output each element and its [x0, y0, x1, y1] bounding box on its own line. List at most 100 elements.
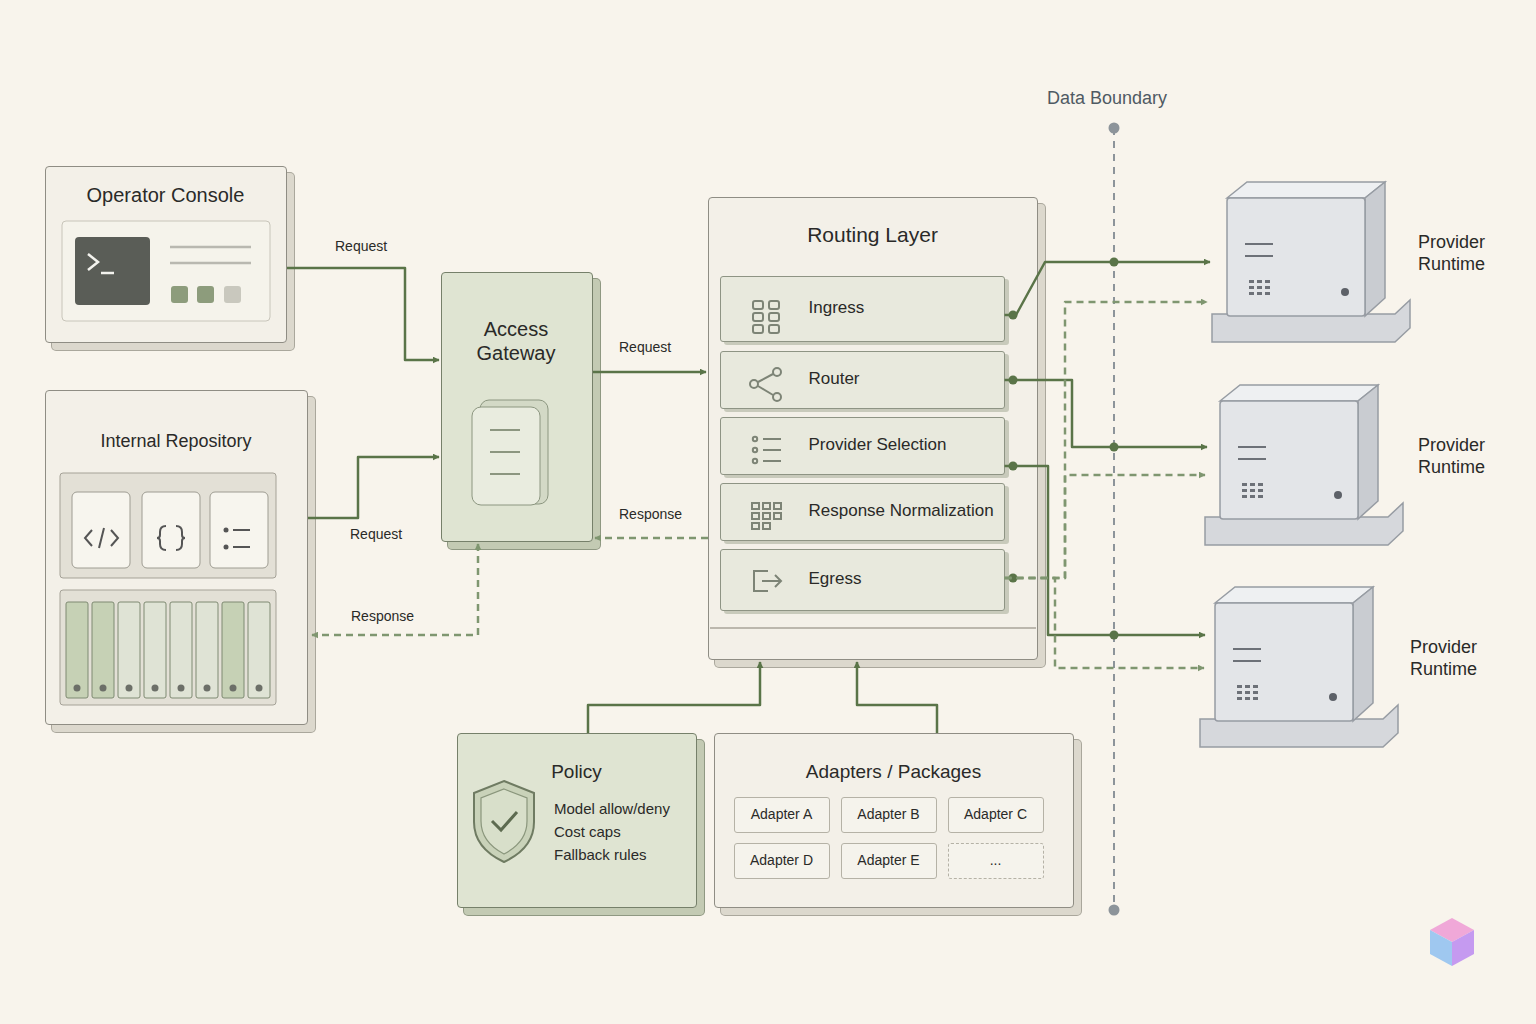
terminal-illustration: [62, 221, 270, 321]
response-arrow: [1005, 578, 1205, 668]
repository-shelves: [126, 685, 133, 692]
node-title: Adapter E: [842, 852, 936, 869]
server-illustration: [1242, 489, 1247, 492]
adapter-box: Adapter A: [734, 797, 830, 833]
row-icons: [752, 523, 759, 529]
row-icons: [763, 523, 770, 529]
server-illustration: [1245, 697, 1250, 700]
server-illustration: [1200, 182, 1410, 747]
repository-shelves: [196, 602, 218, 698]
repository-shelves: [60, 473, 276, 578]
layer-row: Router: [720, 351, 1005, 409]
server-illustration: [1358, 385, 1378, 519]
node-title: Access Gateway: [466, 317, 566, 365]
repository-shelves: [210, 492, 268, 568]
repository-box: Internal Repository: [45, 390, 308, 725]
layer-row: Response Normalization: [720, 483, 1005, 541]
repository-shelves: [118, 602, 140, 698]
junction-dot: [1110, 258, 1119, 267]
row-icons: [750, 301, 781, 591]
terminal-illustration: [171, 286, 188, 303]
repository-shelves: [74, 685, 263, 692]
row-icons: [752, 503, 759, 509]
node-title: Adapter C: [949, 806, 1043, 823]
request-arrow: [308, 457, 439, 518]
server-illustration: [1245, 255, 1273, 257]
document-icon: [472, 400, 548, 505]
row-icons: [758, 374, 773, 382]
routing-layer-box: Routing LayerIngressRouterProvider Selec…: [708, 197, 1038, 660]
server-illustration: [1253, 691, 1258, 694]
shield-icon: [474, 781, 534, 862]
server-illustration: [1353, 587, 1373, 721]
logo-mark: [1430, 918, 1474, 966]
repository-shelves: [233, 529, 250, 531]
document-icon: [490, 429, 520, 431]
node-title: Egress: [809, 569, 999, 589]
node-title: Adapter B: [842, 806, 936, 823]
server-illustration: [1227, 198, 1365, 316]
data-boundary-line: [1113, 128, 1115, 910]
junction-dot: [1110, 631, 1119, 640]
node-title: Operator Console: [46, 183, 285, 207]
provider-server: Provider Runtime: [1200, 584, 1500, 749]
row-icons: [769, 325, 779, 333]
node-body: Cost caps: [554, 823, 694, 841]
routing-base: [710, 627, 1036, 629]
node-title: Provider Selection: [809, 435, 999, 455]
data-boundary-line: [1110, 906, 1119, 915]
document-icon: [490, 451, 520, 453]
terminal-illustration: [62, 221, 270, 321]
document-icon: [490, 473, 520, 475]
row-icons: [762, 575, 781, 587]
adapter-box: Adapter E: [841, 843, 937, 879]
row-icons: [758, 386, 773, 395]
logo-mark: [1452, 930, 1474, 966]
server-illustration: [1245, 691, 1250, 694]
server-illustration: [1220, 385, 1378, 401]
layer-row: Provider Selection: [720, 417, 1005, 475]
server-illustration: [1265, 280, 1270, 283]
console-box: Operator Console: [45, 166, 287, 343]
node-title: ...: [949, 852, 1043, 869]
server-illustration: [1233, 660, 1261, 662]
server-illustration: [1365, 182, 1385, 316]
server-illustration: [1238, 458, 1266, 460]
junction-dot: [1110, 443, 1119, 452]
node-title: Provider Runtime: [1418, 232, 1503, 275]
server-illustration: [1227, 182, 1385, 198]
server-illustration: [1258, 489, 1263, 492]
repository-shelves: [178, 685, 185, 692]
node-title: Router: [809, 369, 999, 389]
edge-label: Request: [335, 238, 387, 254]
node-title: Provider Runtime: [1410, 637, 1495, 680]
repository-shelves: [170, 602, 192, 698]
server-illustration: [1257, 286, 1262, 289]
terminal-illustration: [224, 286, 241, 303]
request-arrow: [593, 371, 706, 374]
repository-shelves: [142, 492, 200, 568]
row-icons: [750, 380, 758, 388]
provider-server: Provider Runtime: [1210, 180, 1510, 345]
terminal-illustration: [88, 254, 98, 270]
logo-mark: [1430, 918, 1474, 942]
server-illustration: [1249, 292, 1254, 295]
server-illustration: [1212, 300, 1410, 342]
server-illustration: [1265, 286, 1270, 289]
server-illustration: [1253, 697, 1258, 700]
node-title: Provider Runtime: [1418, 435, 1503, 478]
server-illustration: [1341, 288, 1349, 296]
server-illustration: [1245, 685, 1250, 688]
repository-shelves: [100, 685, 107, 692]
server-illustration: [1329, 693, 1337, 701]
repository-shelves: [60, 473, 276, 705]
server-illustration: [1237, 685, 1242, 688]
row-icons: [763, 460, 781, 462]
server-illustration: [1242, 495, 1247, 498]
server-illustration: [1200, 705, 1398, 747]
server-illustration: [1258, 483, 1263, 486]
boundary-label: Data Boundary: [1047, 88, 1167, 109]
adapters-box: Adapters / PackagesAdapter AAdapter BAda…: [714, 733, 1074, 908]
server-illustration: [1249, 280, 1254, 283]
row-icons: [773, 368, 781, 376]
